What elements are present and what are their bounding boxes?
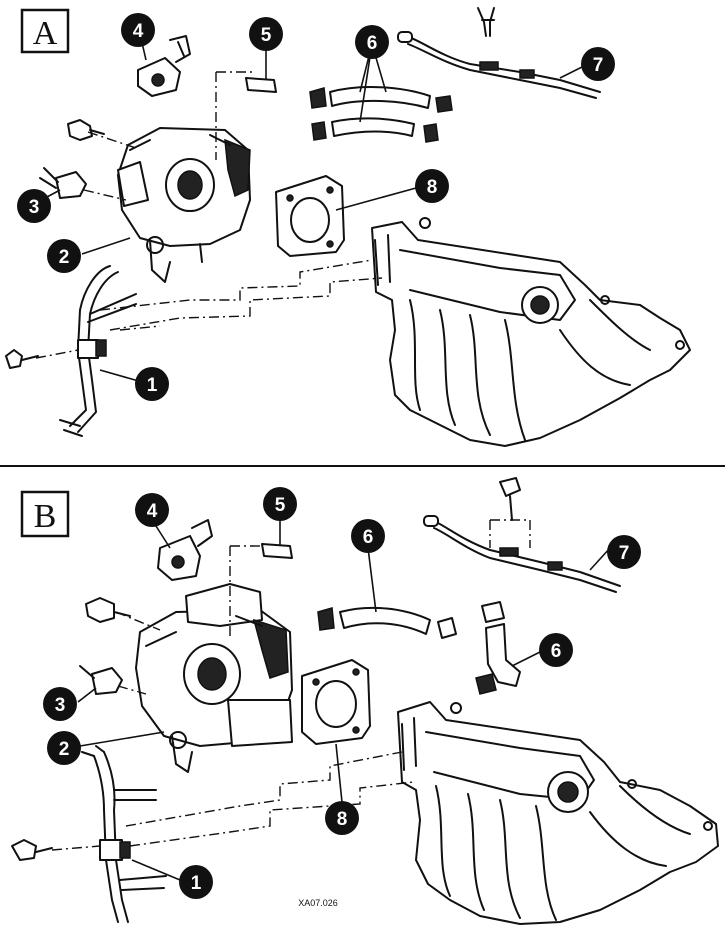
svg-text:4: 4 bbox=[147, 501, 158, 522]
sensor-connector-a bbox=[39, 167, 87, 199]
connector-b bbox=[261, 543, 293, 559]
idle-speed-sensor-a bbox=[137, 35, 191, 97]
svg-text:8: 8 bbox=[427, 177, 438, 198]
svg-text:6: 6 bbox=[367, 33, 378, 54]
elbow-hose-b bbox=[475, 601, 521, 695]
svg-text:3: 3 bbox=[29, 197, 40, 218]
vacuum-line-a bbox=[397, 31, 601, 99]
callout-a-1: 1 bbox=[135, 367, 169, 401]
svg-text:2: 2 bbox=[59, 247, 70, 268]
svg-text:8: 8 bbox=[337, 809, 348, 830]
svg-text:2: 2 bbox=[59, 739, 70, 760]
callout-b-2: 2 bbox=[47, 731, 81, 765]
throttle-body-a bbox=[117, 127, 251, 283]
connector-a bbox=[245, 77, 277, 93]
svg-text:6: 6 bbox=[551, 641, 562, 662]
coolant-pipe-b bbox=[81, 745, 167, 923]
callout-a-8: 8 bbox=[415, 169, 449, 203]
gasket-b bbox=[301, 659, 371, 745]
vacuum-line-b bbox=[423, 477, 621, 593]
svg-text:A: A bbox=[33, 15, 58, 52]
sensor-connector-b bbox=[79, 665, 123, 695]
callout-b-5: 5 bbox=[263, 487, 297, 521]
callout-a-5: 5 bbox=[249, 17, 283, 51]
callout-b-3: 3 bbox=[43, 687, 77, 721]
panel-label-b: B bbox=[20, 490, 70, 538]
retainer-clip-a bbox=[477, 7, 495, 37]
throttle-body-b bbox=[135, 583, 293, 773]
svg-text:5: 5 bbox=[275, 495, 286, 516]
svg-text:1: 1 bbox=[147, 375, 158, 396]
callout-b-8: 8 bbox=[325, 801, 359, 835]
panel-a: A bbox=[5, 7, 691, 447]
svg-text:6: 6 bbox=[363, 527, 374, 548]
mounting-bolt-a bbox=[5, 119, 105, 369]
svg-text:3: 3 bbox=[55, 695, 66, 716]
coolant-hoses-a bbox=[309, 86, 453, 143]
callout-a-3: 3 bbox=[17, 189, 51, 223]
reference-code: XA07.026 bbox=[298, 898, 338, 908]
gasket-a bbox=[275, 175, 345, 257]
callout-b-6: 6 bbox=[351, 519, 385, 553]
intake-manifold-a bbox=[371, 217, 691, 447]
idle-speed-sensor-b bbox=[157, 519, 213, 581]
svg-text:7: 7 bbox=[619, 543, 630, 564]
panel-b: B bbox=[11, 477, 719, 925]
callout-b-4: 4 bbox=[135, 493, 169, 527]
svg-text:B: B bbox=[34, 498, 57, 535]
callout-b-7: 7 bbox=[607, 535, 641, 569]
panel-label-a: A bbox=[20, 8, 70, 54]
svg-text:4: 4 bbox=[133, 21, 144, 42]
callout-a-4: 4 bbox=[121, 13, 155, 47]
svg-text:7: 7 bbox=[593, 55, 604, 76]
coolant-hose-b bbox=[317, 606, 457, 639]
callout-a-7: 7 bbox=[581, 47, 615, 81]
svg-text:5: 5 bbox=[261, 25, 272, 46]
intake-manifold-b bbox=[397, 701, 719, 925]
callout-b-1: 1 bbox=[179, 865, 213, 899]
callout-a-2: 2 bbox=[47, 239, 81, 273]
coolant-pipe-a bbox=[59, 265, 137, 437]
svg-text:1: 1 bbox=[191, 873, 202, 894]
mounting-bolt-b bbox=[11, 597, 131, 861]
callout-b-6-second: 6 bbox=[539, 633, 573, 667]
callout-a-6: 6 bbox=[355, 25, 389, 59]
